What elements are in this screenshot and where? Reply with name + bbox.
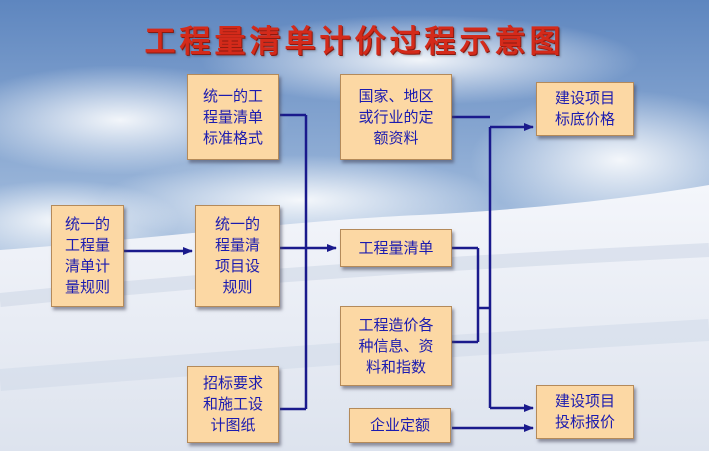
box-calc-rules-label: 统一的 工程量 清单计 量规则 [64,215,110,296]
box-bid-requirements: 招标要求 和施工设 计图纸 [187,366,279,443]
box-cost-info: 工程造价各 种信息、资 料和指数 [340,306,452,386]
box-bid-requirements-label: 招标要求 和施工设 计图纸 [202,374,263,434]
box-enterprise-quota-label: 企业定额 [369,416,430,434]
box-cost-info-label: 工程造价各 种信息、资 料和指数 [358,315,434,376]
box-calc-rules: 统一的 工程量 清单计 量规则 [51,205,124,307]
box-base-price: 建设项目 标底价格 [536,82,634,136]
box-enterprise-quota: 企业定额 [349,408,451,443]
box-standard-format-label: 统一的工 程量清单 标准格式 [202,86,263,147]
box-bid-price-label: 建设项目 投标报价 [554,392,615,431]
box-quota-data-label: 国家、地区 或行业的定 额资料 [358,86,434,147]
box-standard-format: 统一的工 程量清单 标准格式 [187,74,279,160]
box-bill: 工程量清单 [340,229,452,267]
box-item-rules: 统一的 程量清 项目设 规则 [195,205,280,307]
box-base-price-label: 建设项目 标底价格 [554,89,615,128]
box-bill-label: 工程量清单 [358,238,434,257]
diagram-title: 工程量清单计价过程示意图 [144,24,565,60]
box-bid-price: 建设项目 投标报价 [536,385,634,439]
box-quota-data: 国家、地区 或行业的定 额资料 [340,74,452,160]
box-item-rules-label: 统一的 程量清 项目设 规则 [214,215,260,296]
